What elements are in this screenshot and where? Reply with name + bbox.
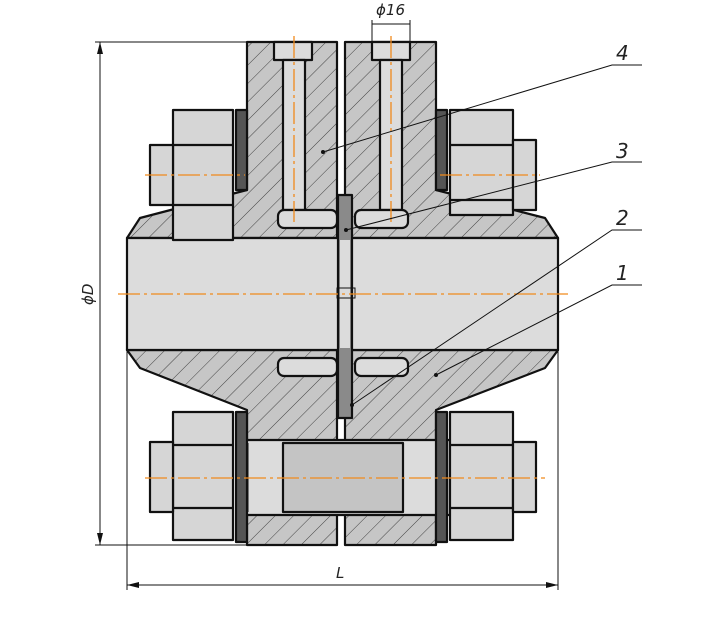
part-label-4: 4 <box>616 41 629 65</box>
part-leaders: 4 3 2 1 <box>321 41 642 407</box>
dimension-phiD: ϕD <box>79 41 247 546</box>
center-lines <box>118 36 568 479</box>
dimension-L: L <box>126 350 559 590</box>
dimension-phiD-text: ϕD <box>79 284 97 305</box>
part-label-2: 2 <box>616 206 629 230</box>
dimension-phi16-text: ϕ16 <box>376 1 405 19</box>
washers <box>234 108 449 544</box>
part-label-1: 1 <box>616 261 629 285</box>
dimension-phi16: ϕ16 <box>371 1 411 42</box>
dimension-L-text: L <box>336 564 344 582</box>
part-label-3: 3 <box>616 139 629 163</box>
hex-nuts <box>148 108 538 542</box>
gasket-disc <box>336 193 356 420</box>
